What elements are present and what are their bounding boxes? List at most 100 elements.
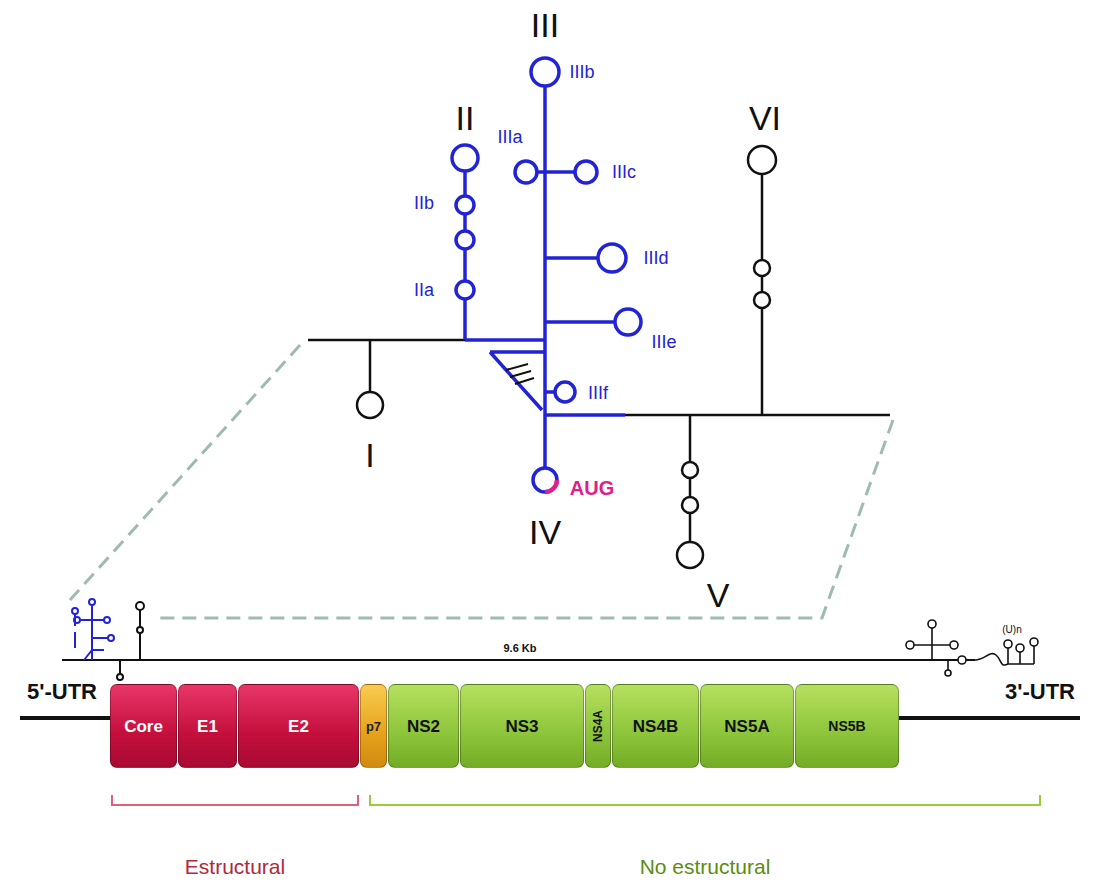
domain-numeral: VI [749, 101, 781, 135]
hairpin-loop [598, 244, 626, 272]
nonstructural-protein-box: NS5A [700, 684, 794, 768]
protein-box: p7 [360, 684, 387, 768]
subdomain-label: IIa [414, 281, 434, 299]
protein-name: E2 [288, 718, 309, 735]
mini-loop [950, 641, 958, 649]
zoom-guide-line [70, 345, 300, 600]
mini-loop [137, 627, 143, 633]
rna-strand [625, 414, 890, 417]
mini-stem [74, 614, 76, 648]
subdomain-label: IIIe [651, 333, 676, 351]
mini-ires [72, 599, 114, 660]
structural-protein-box: E1 [178, 684, 237, 768]
mini-loop [72, 608, 78, 614]
polyu-strand [975, 654, 1008, 665]
rna-strand [465, 338, 545, 342]
utr-line [898, 716, 1080, 720]
hairpin-loop [531, 58, 559, 86]
mini-loop [928, 620, 936, 628]
rna-strand [308, 339, 465, 342]
bulge-loop [456, 231, 474, 249]
start-codon-arc [545, 480, 557, 492]
domain-numeral: V [707, 578, 730, 612]
bulge-loop [456, 196, 474, 214]
stem-line [543, 86, 547, 468]
genome-length-label: 9.6 Kb [503, 643, 536, 654]
mini-stem [120, 610, 140, 674]
subdomain-label: IIb [414, 194, 434, 212]
hairpin-loop [677, 542, 703, 568]
subdomain-label: IIIb [569, 63, 594, 81]
mini-stem [80, 605, 108, 660]
protein-name: NS2 [407, 718, 440, 735]
nonstructural-protein-box: NS4A [585, 684, 611, 768]
subdomain-label: IIIc [612, 163, 636, 181]
stem-line [545, 170, 575, 174]
rna-strand [545, 413, 625, 417]
structural-bracket [112, 795, 358, 805]
utr-line [20, 716, 112, 720]
base-pair-line [510, 371, 531, 377]
hairpin-loop [515, 161, 537, 183]
domain-numeral: IV [529, 515, 561, 549]
bulge-loop [754, 260, 770, 276]
stem-line [545, 320, 615, 324]
mini-loop [1030, 638, 1038, 646]
utr-label: 5'-UTR [27, 681, 97, 703]
nonstructural-protein-box: NS5B [795, 684, 899, 768]
polyu-label: (U)n [1002, 625, 1021, 635]
protein-name: NS5B [828, 719, 865, 733]
mini-utr-black [117, 602, 144, 680]
protein-name: E1 [197, 718, 218, 735]
mini-loop [104, 617, 110, 623]
bulge-loop [682, 497, 698, 513]
protein-name: NS4A [592, 710, 604, 742]
stem-line [369, 340, 372, 392]
mini-3prime-structures [906, 620, 1038, 676]
mini-loop [1016, 644, 1024, 652]
subdomain-label: IIId [643, 249, 668, 267]
bulge-loop [754, 292, 770, 308]
subdomain-label: IIIf [588, 384, 608, 402]
region-label: No estructural [640, 856, 771, 877]
zoom-guides [70, 345, 893, 618]
region-label: Estructural [185, 856, 285, 877]
mini-loop [117, 674, 123, 680]
bulge-loop [682, 462, 698, 478]
pseudoknot-pairs [506, 364, 534, 384]
protein-name: Core [124, 718, 163, 735]
nonstructural-protein-box: NS3 [460, 684, 584, 768]
protein-name: NS5A [724, 718, 769, 735]
mini-loop [89, 599, 95, 605]
base-pair-line [515, 378, 534, 384]
domain-numeral: II [456, 101, 475, 135]
hairpin-loop [748, 146, 776, 174]
domain-numeral: I [365, 438, 374, 472]
stem-line [545, 256, 598, 260]
bulge-loop [456, 281, 474, 299]
nonstructural-bracket [370, 795, 1040, 805]
protein-name: NS3 [505, 718, 538, 735]
mini-stem [914, 628, 950, 670]
mini-loop [906, 641, 914, 649]
base-pair-line [506, 364, 528, 370]
pseudoknot-junction [490, 352, 545, 410]
hairpin-loop [357, 392, 383, 418]
nonstructural-protein-box: NS2 [388, 684, 459, 768]
mini-loop [108, 635, 114, 641]
subdomain-label: IIIa [497, 128, 522, 146]
start-codon-label: AUG [570, 478, 614, 498]
mini-loop [958, 656, 966, 664]
hairpin-loop [555, 382, 575, 402]
domain-numeral: III [531, 8, 559, 42]
mini-loop [1004, 640, 1012, 648]
mini-loop [136, 602, 144, 610]
structural-protein-box: Core [110, 684, 177, 768]
structural-protein-box: E2 [238, 684, 359, 768]
ires-structure [452, 58, 641, 492]
hairpin-loop [533, 468, 557, 492]
genome-line [62, 659, 975, 661]
hairpin-loop [615, 309, 641, 335]
protein-name: NS4B [633, 718, 678, 735]
